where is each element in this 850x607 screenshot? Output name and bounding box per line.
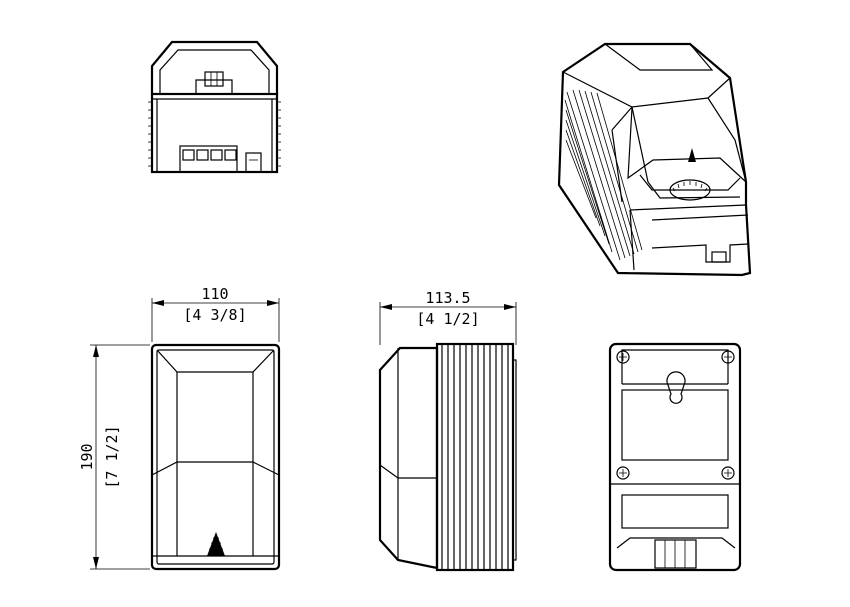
side-view [378, 342, 517, 572]
depth-mm-label: 113.5 [425, 289, 470, 307]
dimension-width: 110 [4 3/8] [151, 285, 280, 342]
dimension-height: 190 [7 1/2] [78, 344, 150, 570]
front-view [150, 343, 281, 571]
width-inch-label: [4 3/8] [183, 306, 246, 324]
height-mm-label: 190 [78, 443, 96, 470]
rear-view [608, 342, 742, 572]
height-inch-label: [7 1/2] [103, 425, 121, 488]
isometric-view [557, 42, 752, 277]
depth-inch-label: [4 1/2] [416, 310, 479, 328]
width-mm-label: 110 [201, 285, 228, 303]
top-view [148, 40, 281, 174]
dimension-depth: 113.5 [4 1/2] [379, 289, 517, 345]
